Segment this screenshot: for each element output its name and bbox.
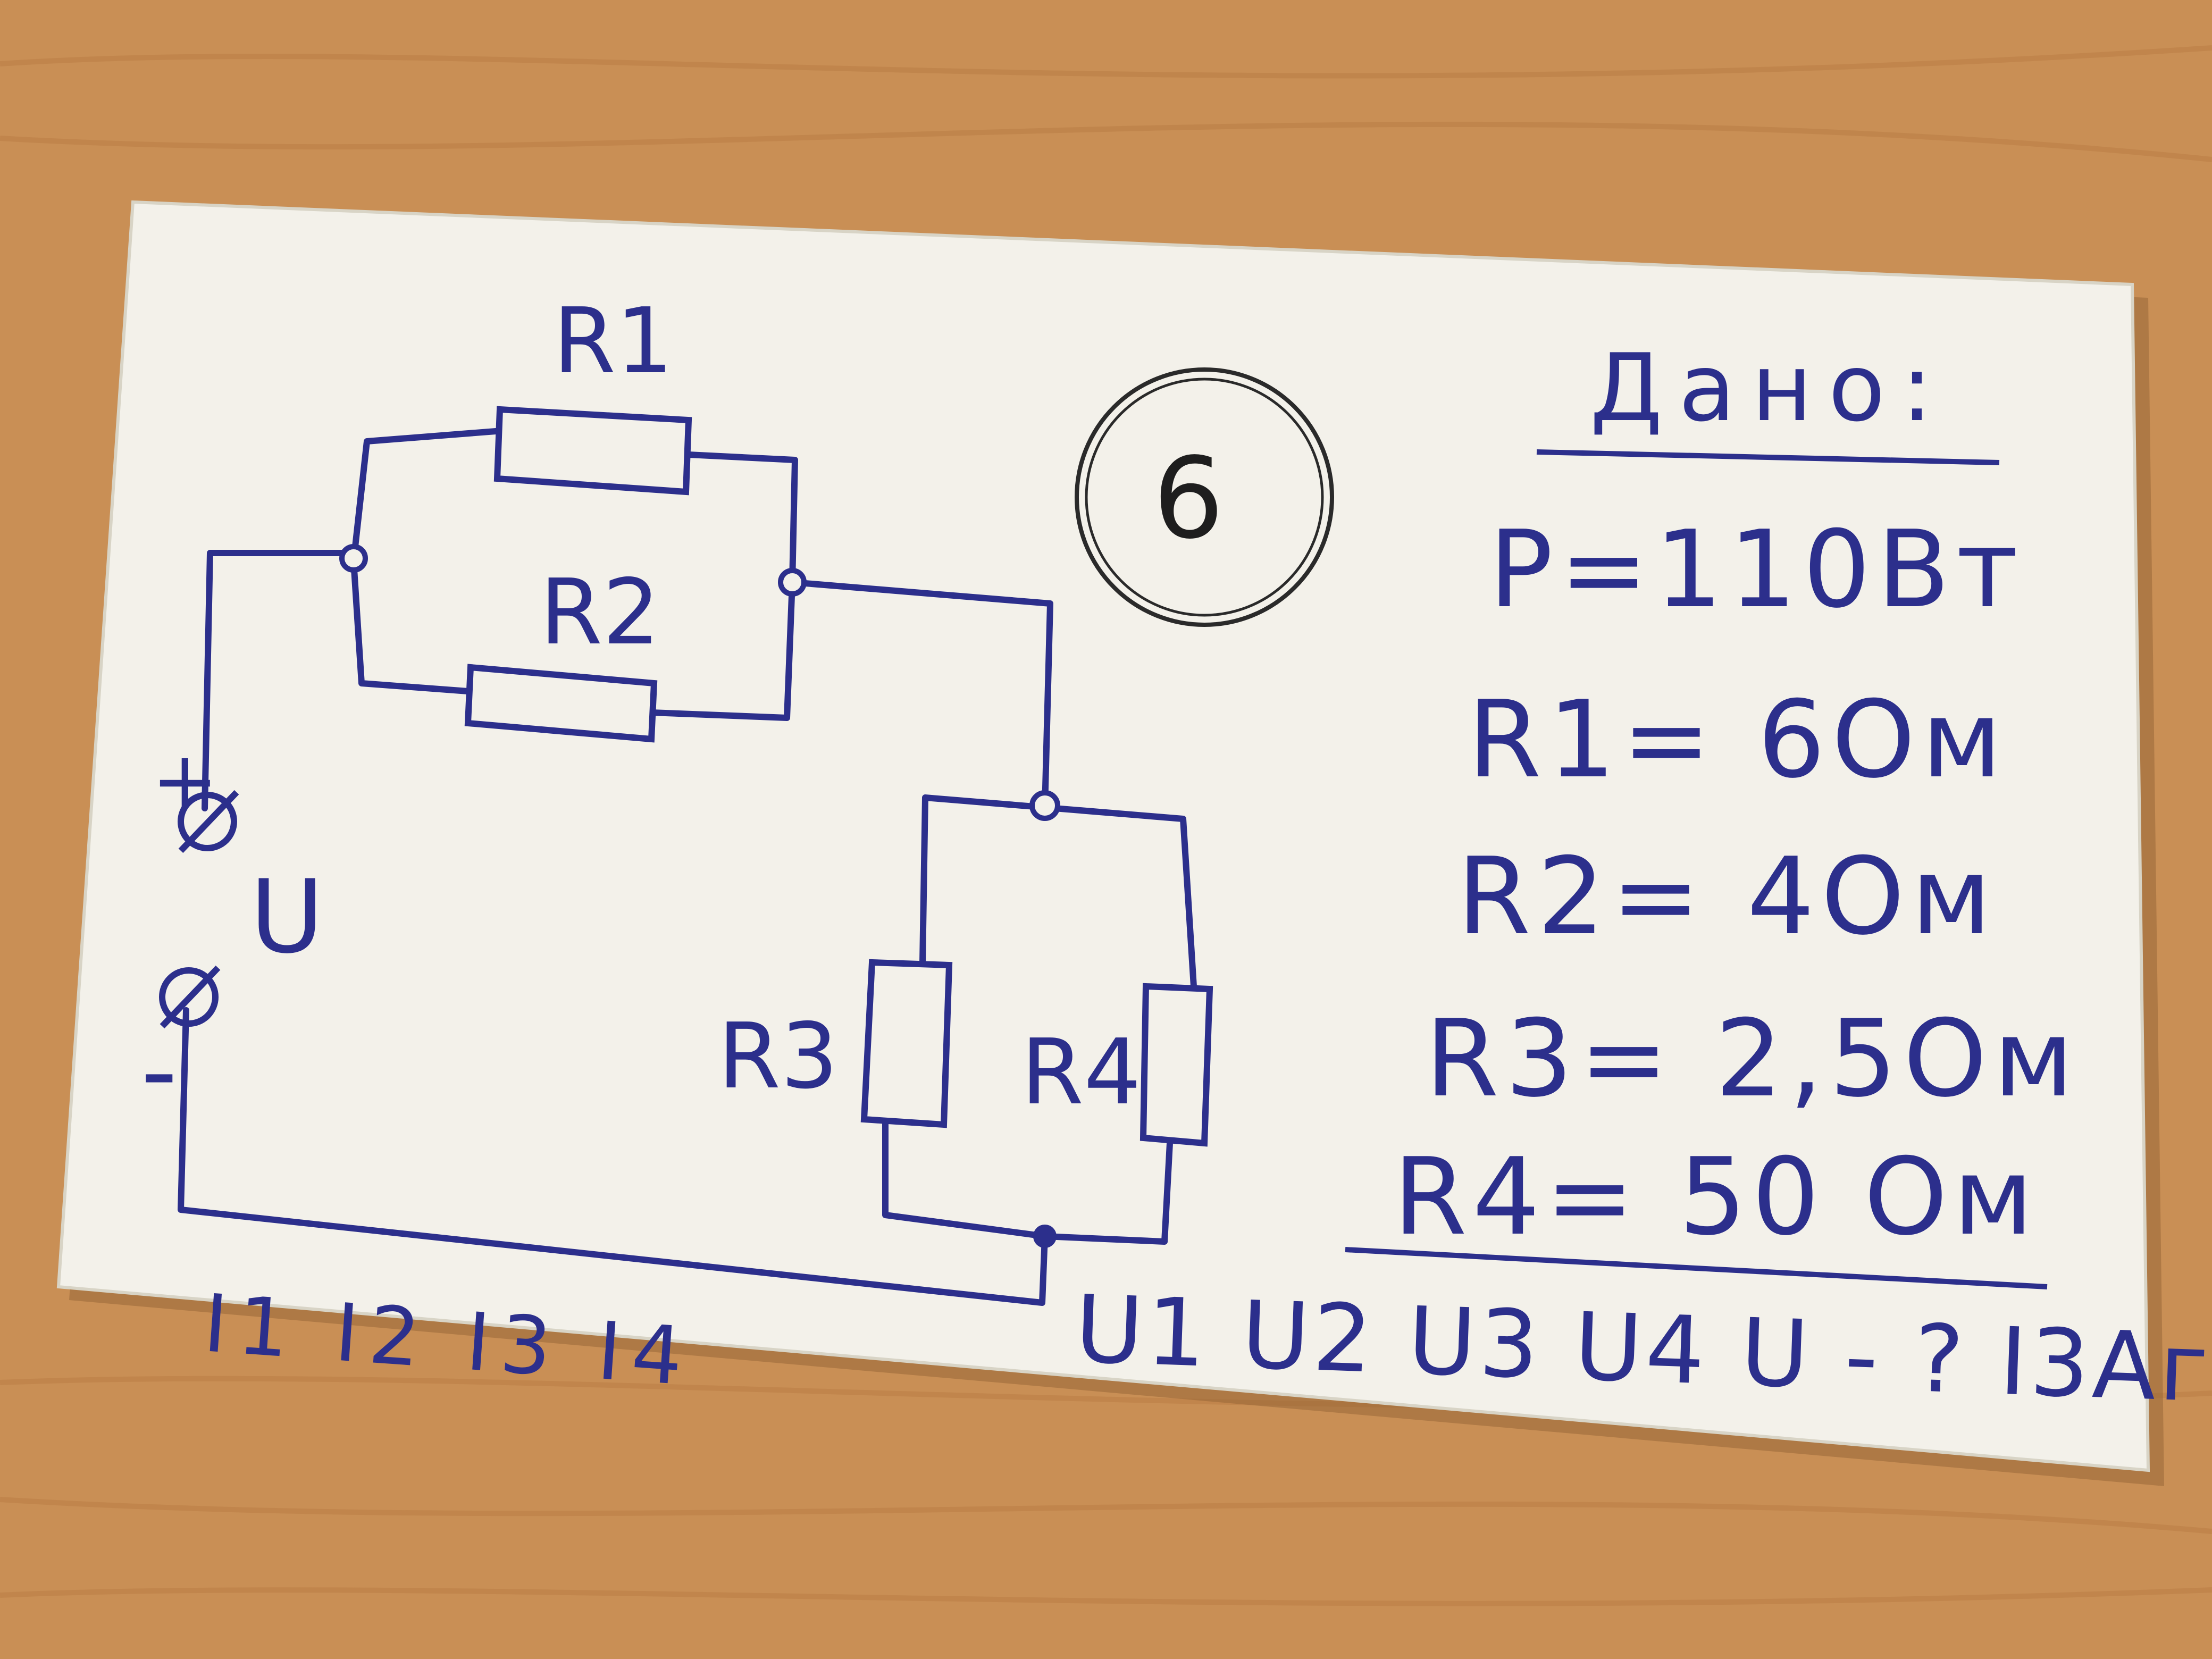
label-source-u: U	[250, 858, 324, 976]
badge-inner-circle	[1085, 378, 1324, 617]
nodes	[159, 544, 1060, 1248]
badge-outer-circle	[1075, 367, 1334, 627]
given-item-r1: R1= 6Ом	[1468, 678, 2008, 802]
given-item-r2: R2= 4Ом	[1457, 835, 1998, 959]
given-bottom-underline	[1345, 1247, 2048, 1289]
node-dot-icon	[1033, 1225, 1057, 1248]
label-minus: -	[141, 1012, 178, 1130]
given-title: Дано:	[1590, 334, 1948, 442]
given-item-r4: R4= 50 Ом	[1393, 1135, 2039, 1259]
problem-number: 6	[1153, 433, 1224, 564]
wire-r3-bottom	[882, 1119, 1048, 1239]
label-plus: +	[152, 735, 219, 827]
resistor-r1-icon	[493, 406, 692, 496]
node-dot-icon	[1029, 790, 1060, 821]
resistor-r4-icon	[1139, 983, 1213, 1147]
given-item-power: P=110Вт	[1489, 508, 2025, 632]
wire-r1-right	[685, 451, 798, 585]
resistors	[464, 406, 1213, 1147]
resistor-r3-icon	[860, 959, 953, 1128]
resistor-r2-icon	[464, 664, 658, 743]
paper-card	[56, 200, 2150, 1472]
label-r4: R4	[1021, 1020, 1141, 1125]
wire-r1-left	[350, 428, 506, 564]
wire-r4-bottom	[1042, 1140, 1173, 1245]
wire-return	[178, 1007, 1048, 1306]
label-r1: R1	[553, 289, 673, 394]
label-r3: R3	[718, 1004, 838, 1109]
node-dot-icon	[339, 544, 368, 573]
terminal-circle-icon	[178, 790, 239, 853]
given-title-underline	[1536, 449, 2000, 465]
wire-plus-to-node	[202, 550, 357, 811]
circuit-labels: R1 R2 R3 R4 + - U	[141, 289, 1141, 1130]
wire-r2-left	[350, 558, 471, 694]
node-dot-icon	[778, 568, 807, 597]
terminal-circle-icon	[159, 965, 221, 1029]
wire-node-to-parallel	[789, 579, 1053, 811]
wire-r2-right	[648, 579, 795, 721]
problem-number-badge: 6	[1075, 367, 1334, 627]
given-block: Дано: P=110Вт R1= 6Ом R2= 4Ом R3= 2,5Ом …	[1345, 334, 2080, 1289]
label-r2: R2	[540, 560, 660, 665]
given-item-r3: R3= 2,5Ом	[1425, 997, 2080, 1121]
